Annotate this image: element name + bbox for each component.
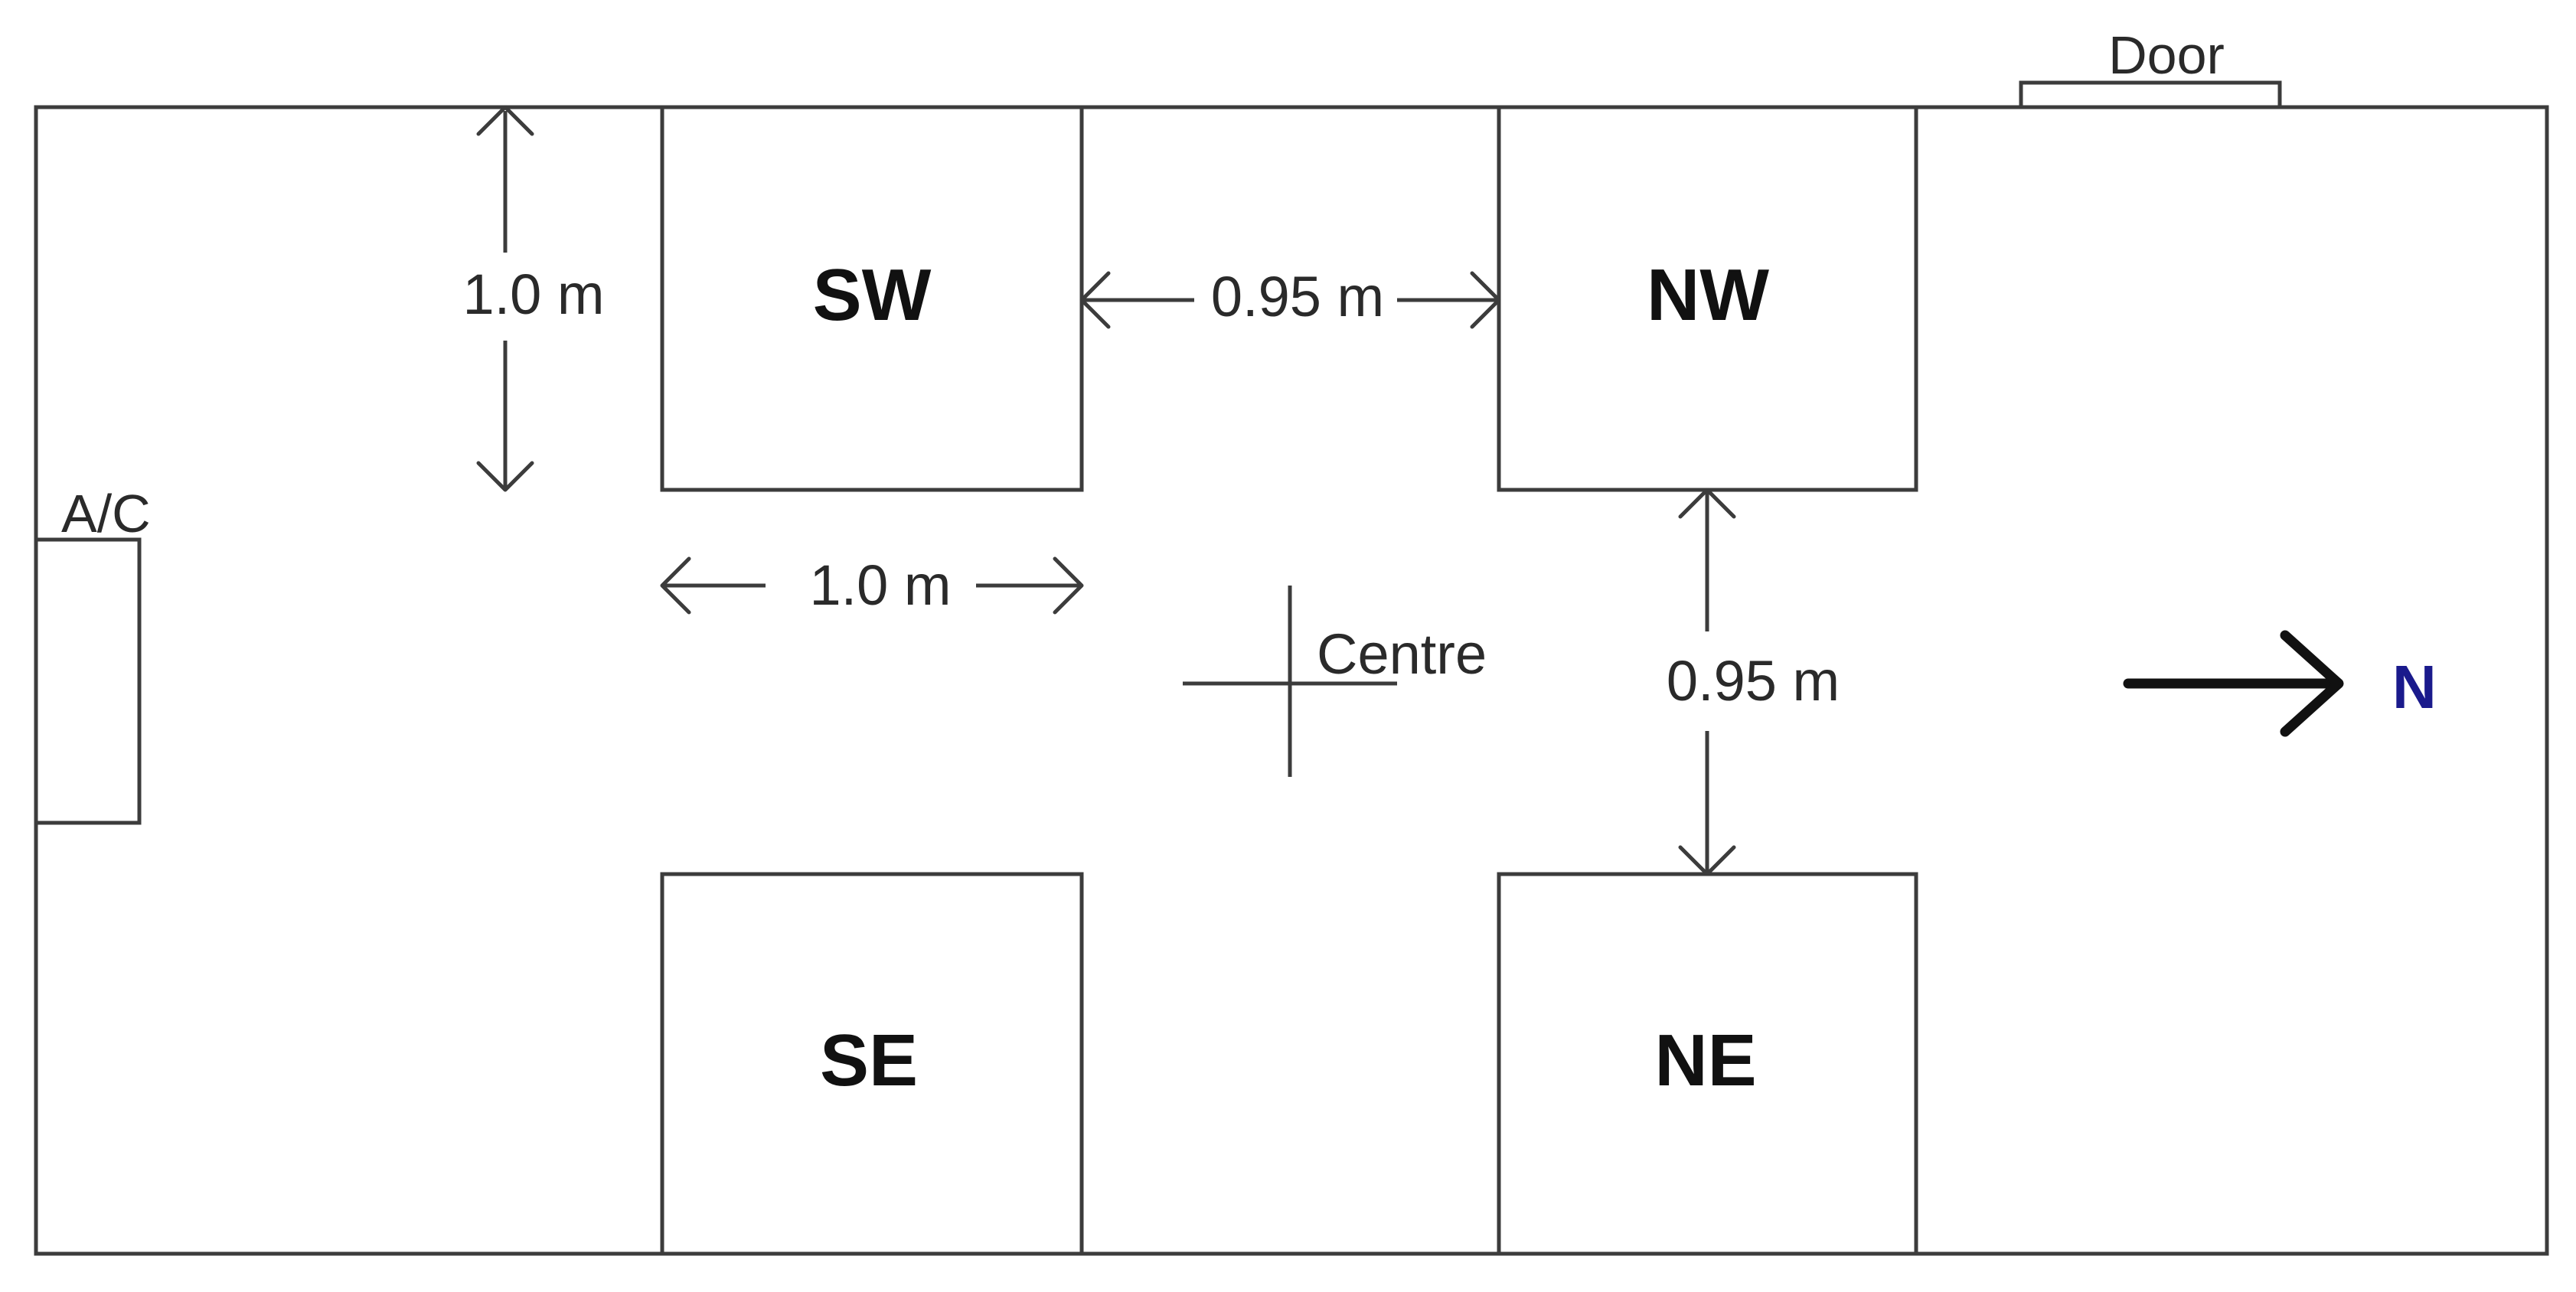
plot-se: SE [660,872,1084,1256]
north-label: N [2392,653,2437,721]
dimension-wall-to-sw: 1.0 m [462,105,605,492]
plot-ne: NE [1497,872,1918,1256]
plot-label-sw: SW [813,254,932,336]
dimension-sw-to-nw: 0.95 m [1079,265,1501,329]
plot-nw: NW [1497,105,1918,492]
plot-label-se: SE [820,1020,918,1101]
dimension-label-sw-width: 1.0 m [809,553,951,617]
dimension-label-nw-to-ne: 0.95 m [1667,649,1840,713]
dimension-sw-width: 1.0 m [660,553,1084,617]
ac-label: A/C [61,484,151,543]
ac-unit [34,537,142,825]
door-marker [2019,80,2282,107]
dimension-nw-to-ne: 0.95 m [1667,488,1840,876]
door-label: Door [2108,25,2225,85]
plot-sw: SW [660,105,1084,492]
dimension-label-wall-to-sw: 1.0 m [462,263,604,326]
centre-marker: Centre [1183,586,1487,777]
plot-label-nw: NW [1647,254,1769,336]
plot-label-ne: NE [1654,1020,1756,1101]
north-arrow: N [2123,630,2437,737]
centre-label: Centre [1317,622,1487,686]
dimension-label-sw-to-nw: 0.95 m [1211,265,1384,328]
